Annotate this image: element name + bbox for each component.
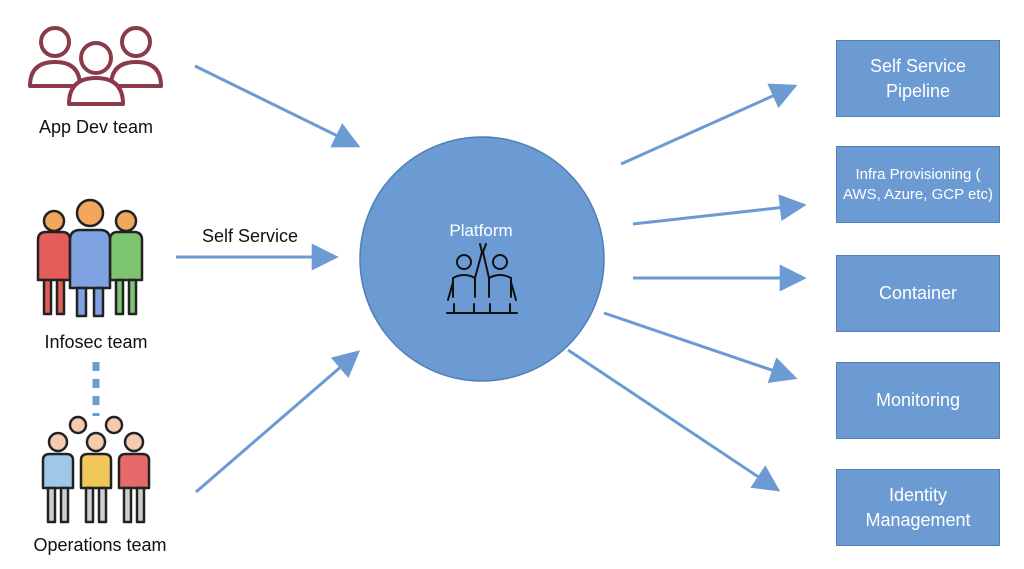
group-colored-icon bbox=[36, 198, 144, 318]
operations-team-label: Operations team bbox=[33, 535, 167, 555]
arrow-appdev-to-platform bbox=[194, 64, 361, 148]
service-box-monitoring[interactable]: Monitoring bbox=[836, 362, 1000, 439]
infosec-team-label: Infosec team bbox=[44, 332, 148, 352]
platform-label: Platform bbox=[449, 221, 513, 240]
arrow-operations-to-platform bbox=[195, 350, 361, 494]
service-label-self-service-pipeline: Self Service Pipeline bbox=[869, 56, 967, 101]
group-colored-icon-operations bbox=[41, 415, 151, 524]
service-label-monitoring: Monitoring bbox=[875, 390, 961, 411]
service-box-identity-management[interactable]: Identity Management bbox=[836, 469, 1000, 546]
arrow-platform-to-monitoring bbox=[603, 311, 798, 383]
service-label-container: Container bbox=[878, 283, 958, 304]
teamwork-high-five-icon bbox=[446, 243, 518, 314]
arrow-platform-to-infra bbox=[632, 194, 807, 226]
self-service-edge-label: Self Service bbox=[202, 226, 299, 246]
arrow-platform-to-pipeline bbox=[620, 83, 798, 166]
platform-circle[interactable] bbox=[359, 136, 605, 382]
arrow-platform-to-identity bbox=[567, 348, 781, 492]
service-label-identity-management: Identity Management bbox=[865, 485, 971, 530]
service-box-container[interactable]: Container bbox=[836, 255, 1000, 332]
service-label-infra-provisioning: Infra Provisioning ( AWS, Azure, GCP etc… bbox=[842, 166, 994, 203]
service-box-self-service-pipeline[interactable]: Self Service Pipeline bbox=[836, 40, 1000, 117]
service-box-infra-provisioning[interactable]: Infra Provisioning ( AWS, Azure, GCP etc… bbox=[836, 146, 1000, 223]
app-dev-team-label: App Dev team bbox=[38, 117, 154, 137]
group-outline-icon bbox=[28, 26, 163, 106]
